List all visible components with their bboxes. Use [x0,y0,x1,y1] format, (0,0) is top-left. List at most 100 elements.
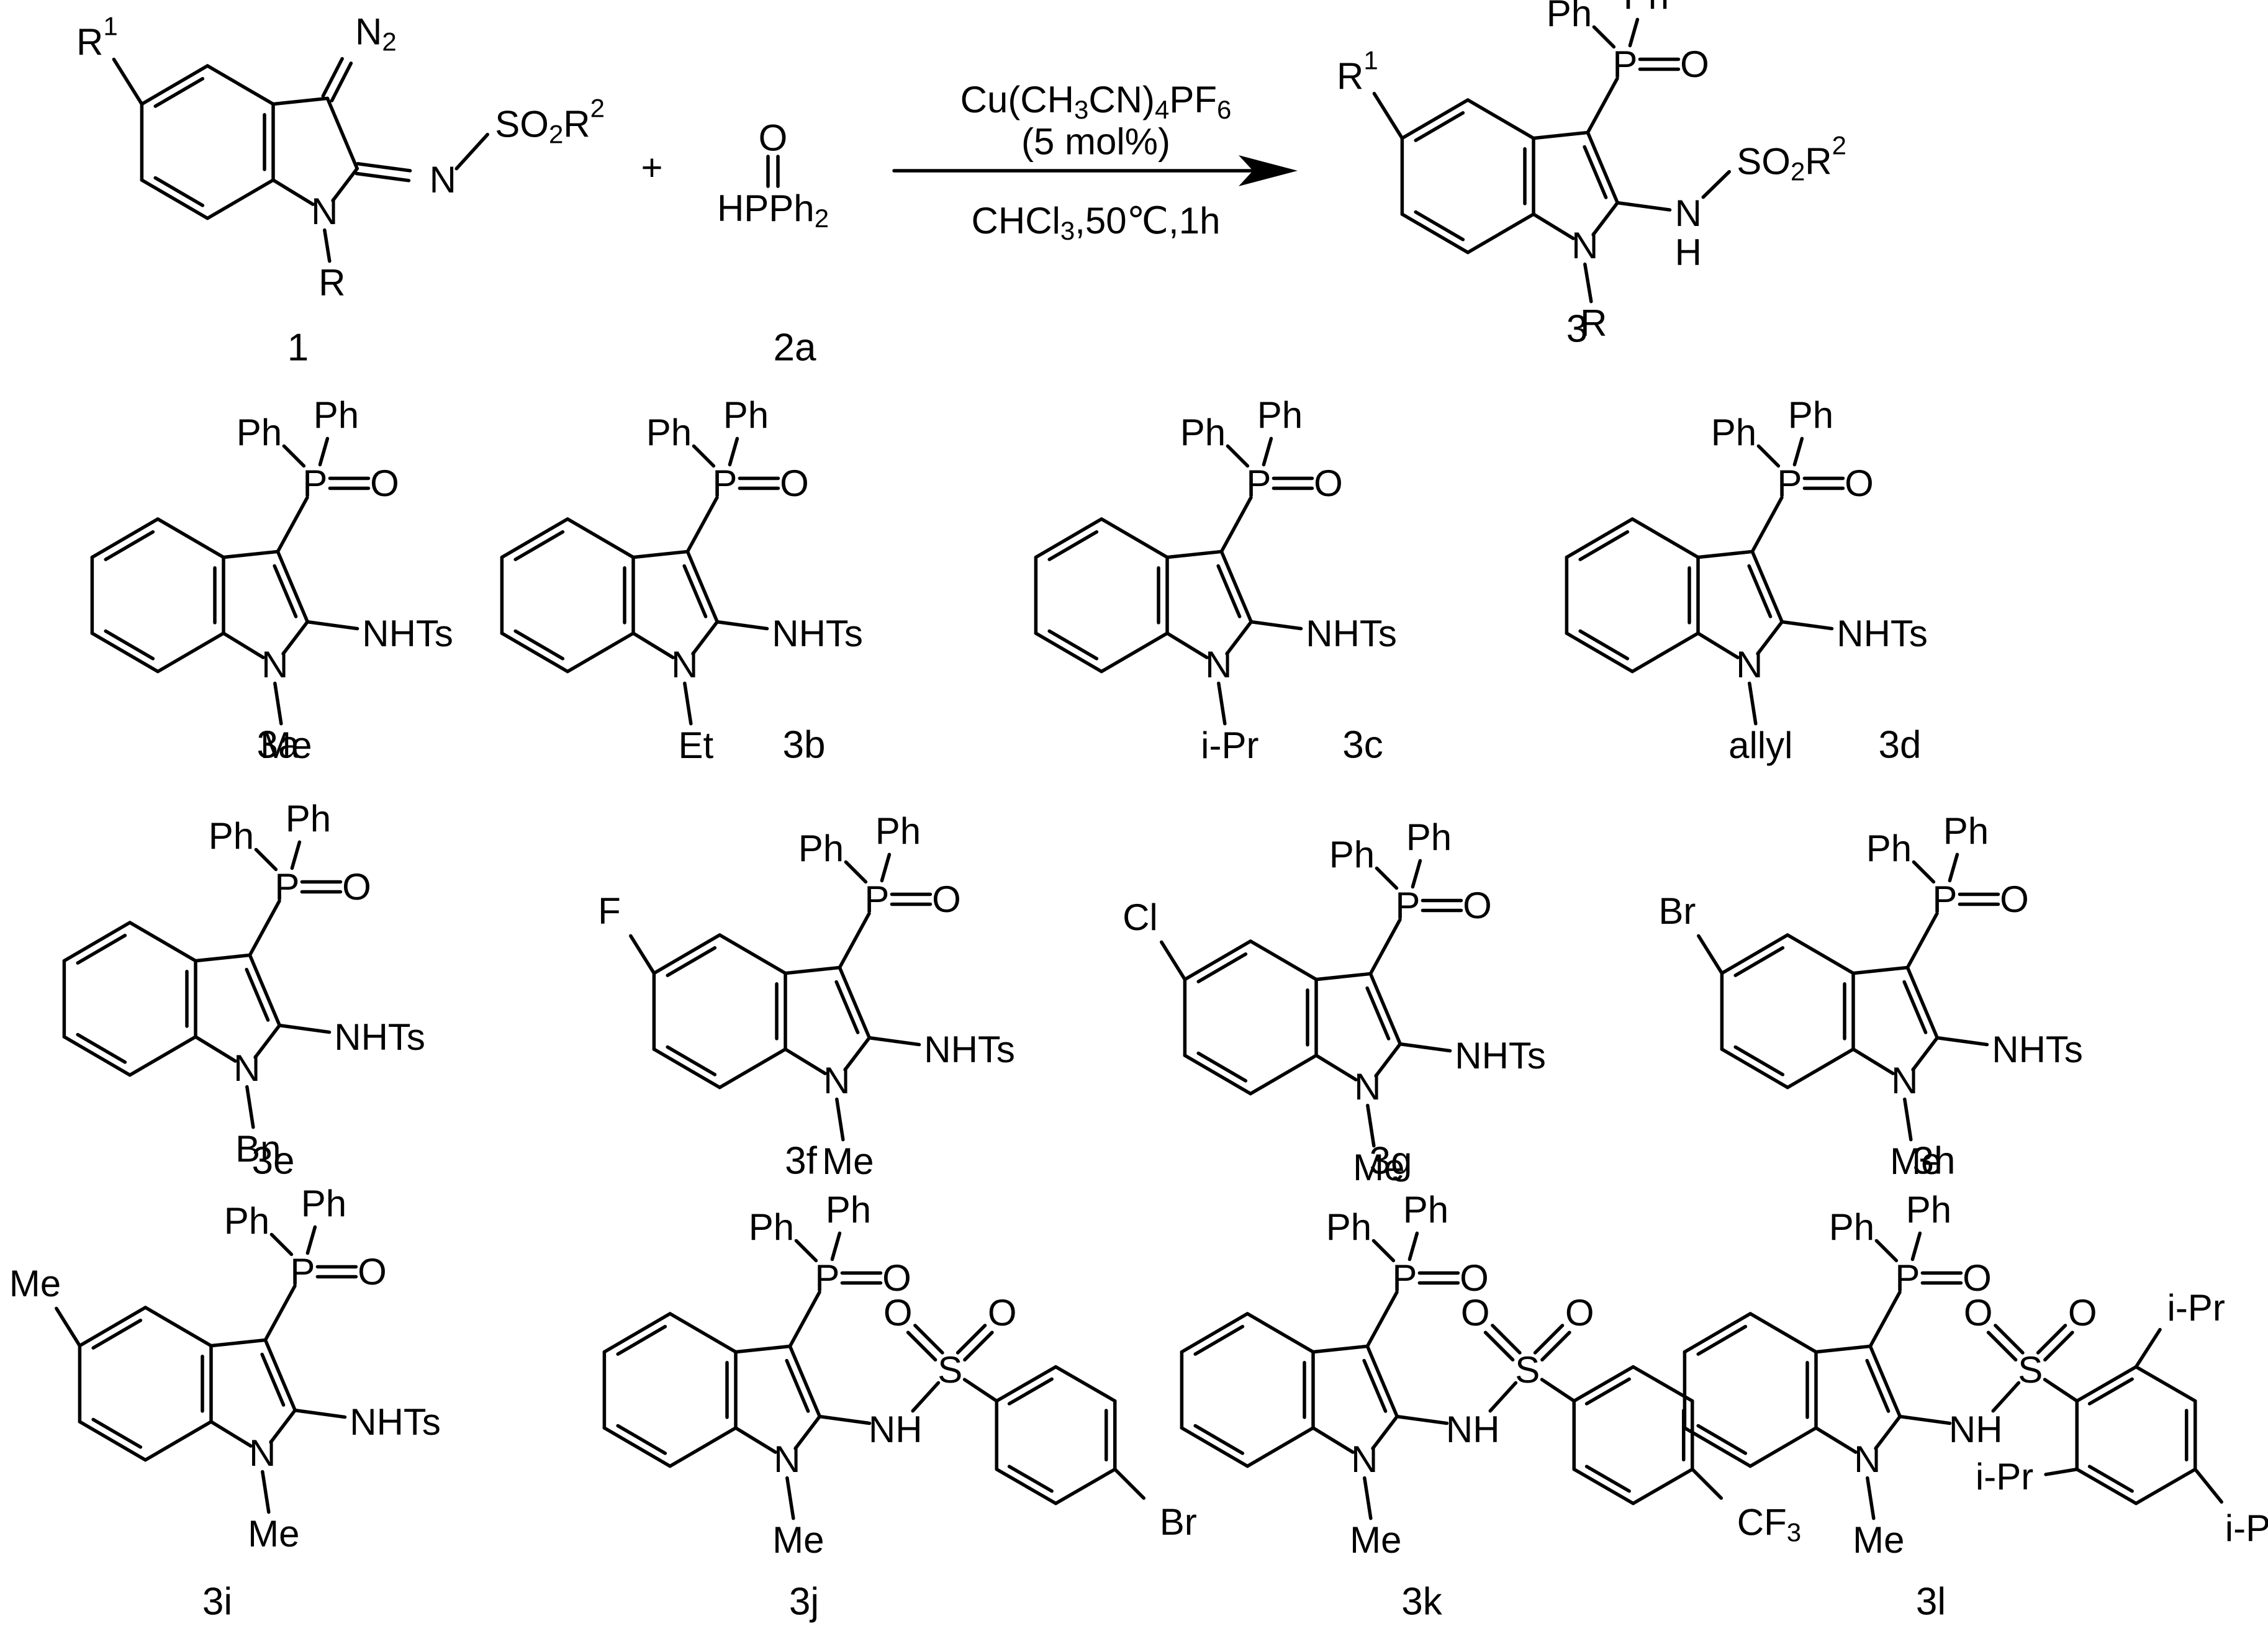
p-ph-bond [1756,444,1781,468]
nh-label: NH [1446,1409,1500,1450]
pyrrole-bond [281,620,309,656]
aromatic-bond [666,946,717,977]
benzene-bond [668,1426,738,1468]
pyrrole-bond [685,549,719,624]
nhts-label: NHTs [1992,1029,2083,1070]
p-ph-bond [1792,436,1804,467]
benzene-bond [128,921,197,963]
pyrrole-bond [253,1023,281,1059]
compound-label-3b: 3b [783,724,826,767]
aromatic-bond [785,1358,810,1413]
arrow-head [1239,155,1298,186]
aromatic-bond [1733,1045,1785,1077]
p-ph-bond [1910,1231,1922,1262]
aromatic-bond [76,1032,127,1064]
n-s-bond [1701,169,1731,199]
ring-bond [271,178,315,206]
phenyl-label: Ph [826,1189,871,1230]
para-bond [1691,1467,1724,1500]
pyrrole-bond [248,953,281,1027]
n-substituent-label: Me [1853,1519,1904,1561]
aromatic-bond [1196,952,1248,983]
phenyl-label: Ph [1829,1206,1874,1248]
aromatic-bond [1362,1358,1388,1413]
r1-bond [1697,934,1724,975]
phosphorus-atom: P [1777,463,1802,504]
aryl-bond [2075,1365,2138,1403]
benzene-bond [668,1312,738,1354]
ring-bond [1591,201,1619,237]
benzene-bond [602,1312,672,1354]
oxygen-atom: O [342,866,371,908]
phenyl-label: Ph [1943,810,1989,852]
pyrrole-bond [1165,549,1224,559]
r1-bond [55,1306,82,1348]
plus-sign: + [641,147,662,189]
pyrrole-bond [793,1414,821,1450]
n1-atom: N [1205,644,1232,685]
imine-bond [355,171,411,183]
n1-atom: N [1571,225,1598,266]
oxygen-atom: O [1314,463,1343,504]
pyrrole-bond [1311,1344,1370,1354]
n-s-bond [1991,1381,2021,1413]
p-ph-bond [1592,25,1616,49]
ring-bond [325,96,359,171]
n-substituent-label: Me [1350,1519,1401,1561]
para-bond [1113,1467,1146,1500]
pyrrole-bond [1696,549,1755,559]
n-substituent-label: Me [772,1519,824,1561]
phenyl-label: Ph [1547,0,1592,34]
phenyl-label: Ph [1326,1206,1371,1248]
reaction-arrow: Cu(CH3CN)4PF6(5 mol%)CHCl3,50℃,1h [892,79,1298,245]
benzene-bond [1683,1312,1752,1354]
compound-label-3a: 3a [257,724,300,767]
nh-label: NH [1949,1409,2003,1450]
p-ph-bond [290,840,302,870]
pyrrole-bond [1311,1426,1355,1454]
ring-bond [271,96,330,106]
c3-p-bond [685,495,719,554]
benzene-bond [143,1306,213,1348]
pyrrole-bond [1368,972,1402,1046]
sulfonyl-oxygen: O [988,1292,1017,1334]
phenyl-label: Ph [286,798,331,839]
benzene-bond [1466,212,1535,255]
pyrrole-bond [784,1047,827,1075]
aromatic-bond [1193,1325,1245,1356]
so2r2-label: SO2R2 [495,93,605,148]
nhts-label: NHTs [772,613,863,654]
aromatic-bond [513,530,565,561]
phenyl-label: Ph [237,412,282,453]
oxygen-atom: O [1845,463,1874,504]
c3-p-bond [788,1290,821,1348]
pyrrole-bond [1314,1054,1358,1081]
phosphorus-atom: P [1895,1257,1920,1299]
compound-label-3g: 3g [1370,1140,1412,1183]
aryl-bond [1631,1365,1694,1403]
r1-label: R1 [76,11,118,63]
aromatic-bond [260,1352,286,1407]
benzene-bond [1786,1047,1855,1090]
n-substituent-label: i-Pr [1201,725,1258,766]
n-substituent-bond [683,681,693,726]
p-ph-bond [269,1232,294,1257]
p-ph-bond [692,444,716,468]
aryl-bond [995,1467,1058,1506]
nhts-label: NHTs [1837,613,1928,654]
catalyst-loading: (5 mol%) [1021,121,1170,163]
r1-label: R1 [1337,45,1378,97]
sulfonyl-oxygen: O [2068,1292,2097,1334]
phosphorus-atom: P [815,1257,839,1299]
aromatic-bond [1196,1051,1248,1083]
n1-atom: N [1354,1066,1381,1108]
benzene-bond [1748,1426,1818,1468]
phenyl-label: Ph [1257,394,1303,436]
phenyl-label: Ph [224,1200,269,1242]
benzene-bond [128,1035,197,1077]
pyrrole-bond [1374,1042,1402,1078]
p-ph-bond [1375,866,1399,890]
